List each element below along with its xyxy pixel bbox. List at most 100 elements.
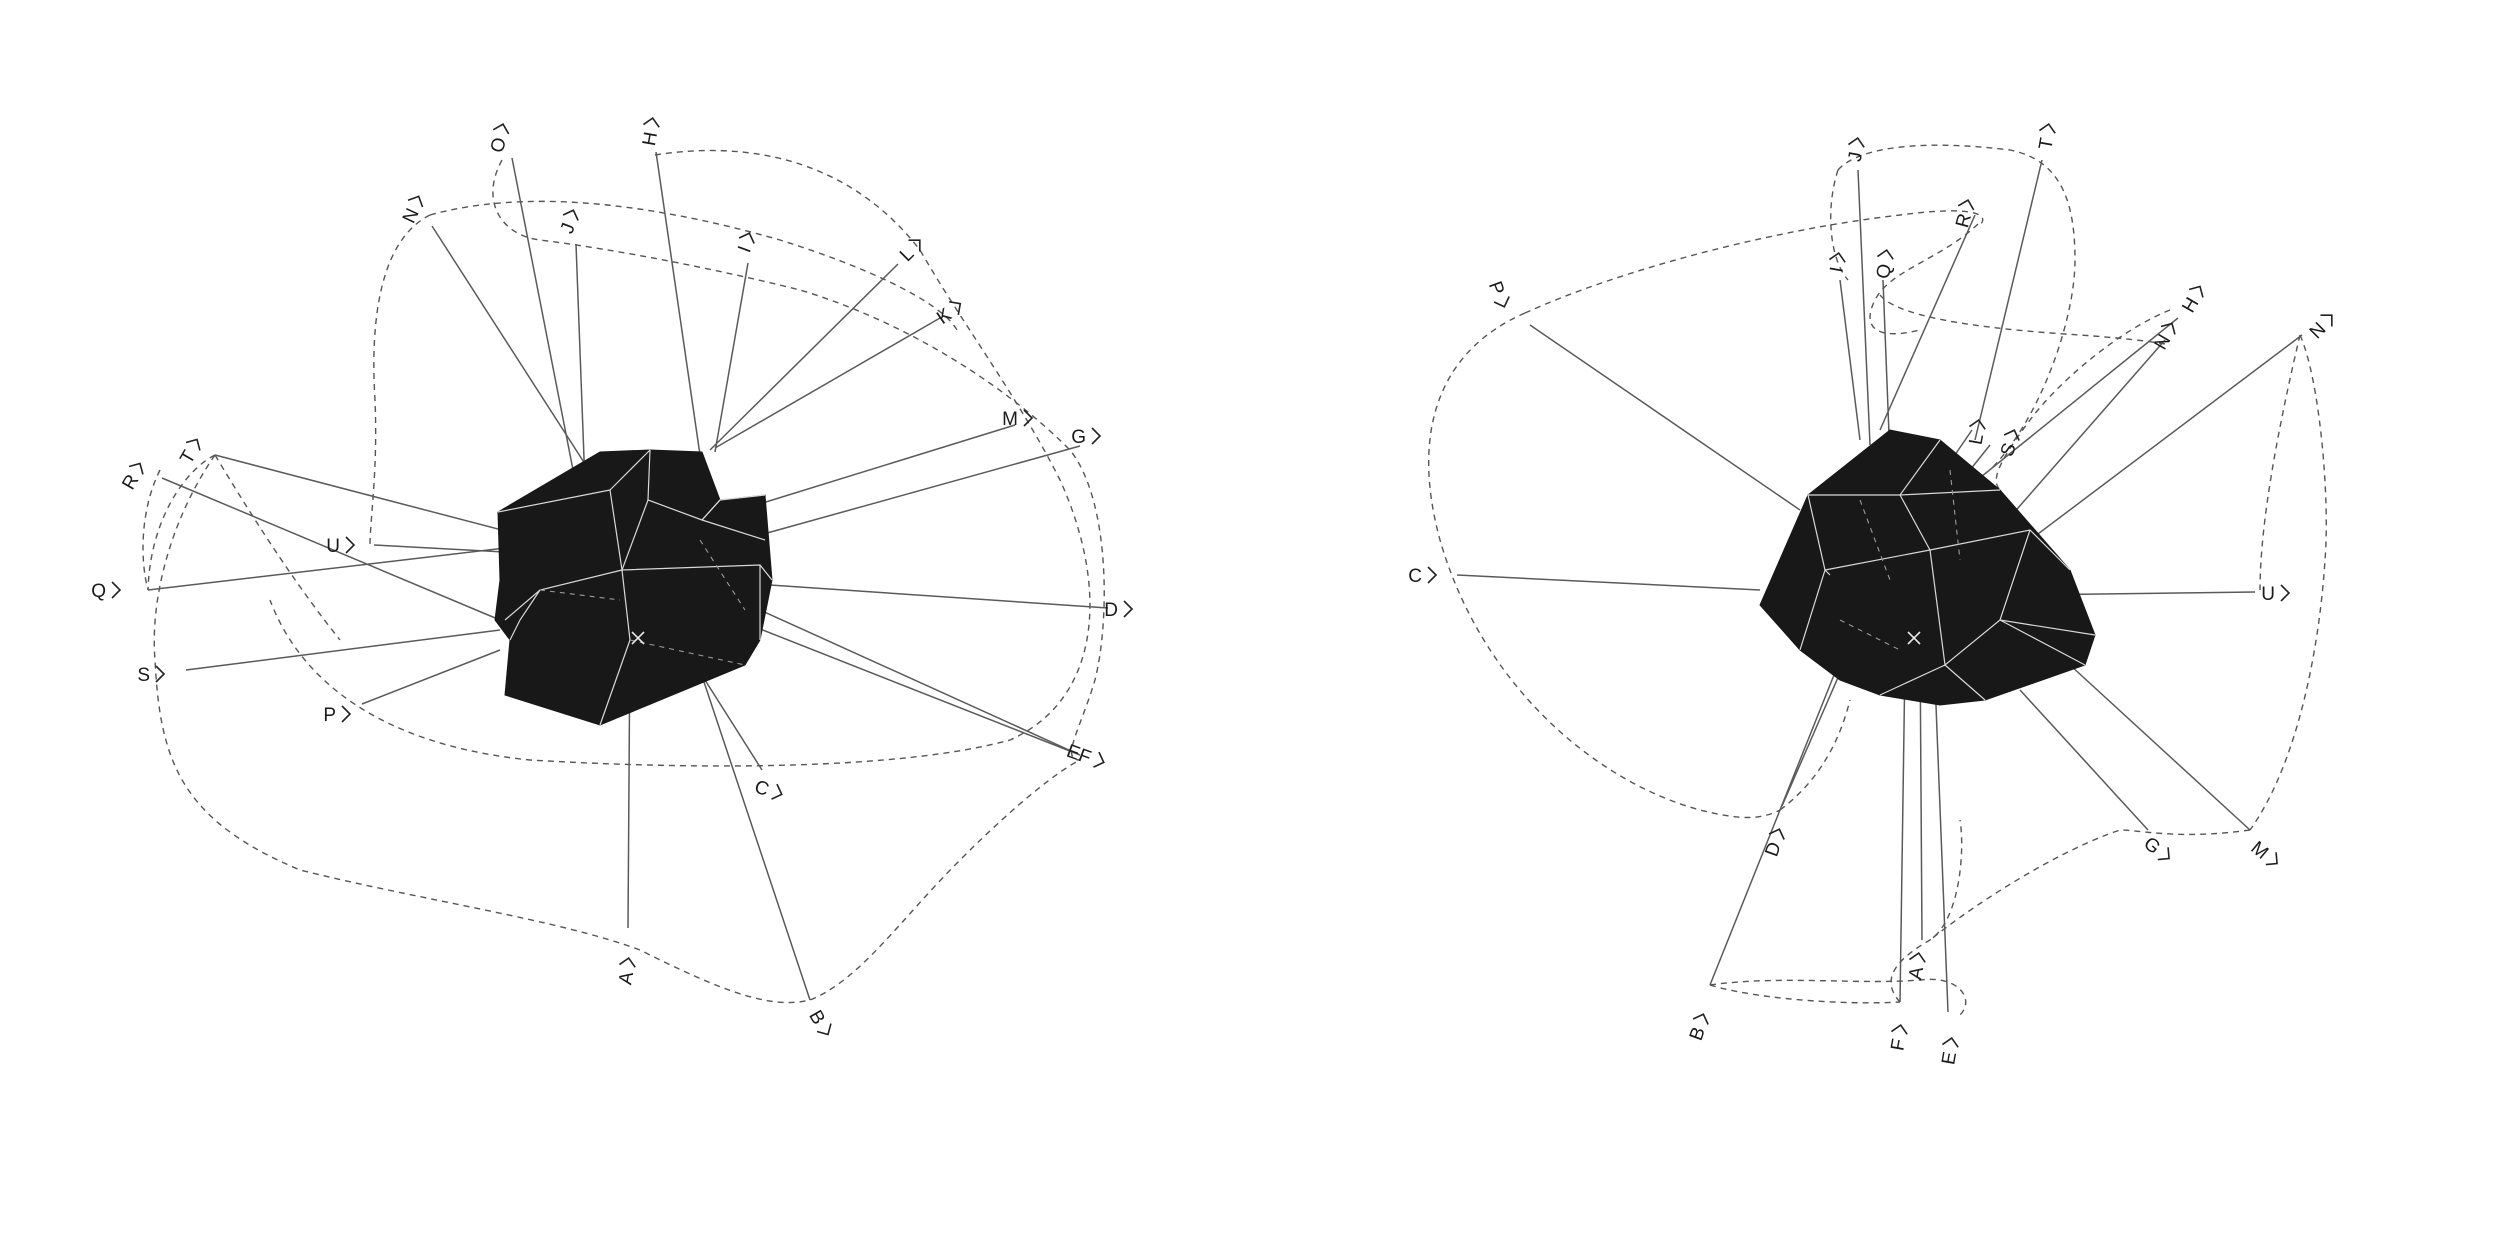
- callout-left-h: H: [639, 116, 662, 147]
- callout-left-d: D: [1104, 600, 1134, 621]
- callout-marker: [1123, 600, 1134, 618]
- callout-marker: [771, 783, 783, 800]
- callout-letter: M: [1002, 409, 1018, 430]
- callout-letter: A: [1905, 965, 1928, 981]
- right-leader-lines: [1456, 159, 2303, 1013]
- left-leader-lines: [147, 151, 1109, 1001]
- callout-marker: [2188, 285, 2204, 298]
- callout-right-j: J: [1845, 136, 1867, 163]
- callout-marker: [155, 665, 166, 683]
- callout-marker: [1093, 751, 1105, 768]
- callout-letter: S: [1997, 440, 2021, 459]
- callout-marker: [1828, 251, 1846, 263]
- callout-marker: [185, 438, 201, 451]
- callout-letter: K: [933, 304, 956, 329]
- callout-left-b: B: [804, 1007, 832, 1036]
- callout-right-h: H: [2178, 285, 2204, 317]
- callout-right-c: C: [1408, 566, 1438, 587]
- callout-left-a: A: [615, 956, 638, 986]
- callout-marker: [1427, 566, 1438, 584]
- callout-letter: P: [1484, 279, 1508, 298]
- callout-letter: EF: [1064, 741, 1094, 769]
- callout-letter: G: [2139, 833, 2164, 859]
- right-figure: [1428, 144, 2327, 1016]
- callout-right-n: N: [2150, 322, 2176, 354]
- callout-marker: [492, 123, 510, 135]
- callout-letter: N: [2150, 331, 2175, 353]
- callout-marker: [816, 1023, 832, 1036]
- callout-left-j: J: [557, 209, 580, 236]
- callout-marker: [2280, 584, 2291, 602]
- callout-right-i: I: [1826, 251, 1848, 274]
- left-figure: [142, 149, 1109, 1004]
- callout-marker: [562, 209, 579, 221]
- callout-left-g: G: [1071, 427, 1102, 448]
- callout-letter: P: [323, 705, 336, 726]
- callout-marker: [2160, 322, 2176, 335]
- callout-left-l: L: [896, 239, 921, 266]
- right-dashed-curves: [1428, 144, 2327, 1016]
- callout-letter: B: [804, 1007, 829, 1028]
- callout-marker: [1768, 828, 1785, 840]
- callout-marker: [1692, 1013, 1709, 1025]
- callout-right-p: P: [1484, 279, 1510, 308]
- callout-letter: U: [326, 536, 340, 557]
- callout-marker: [2038, 122, 2056, 134]
- callout-letter: H: [2178, 294, 2203, 316]
- callout-marker: [1890, 1023, 1908, 1035]
- callout-letter: C: [1408, 566, 1422, 587]
- callout-letter: J: [557, 220, 580, 236]
- left-solid-object: [494, 449, 773, 726]
- callout-letter: H: [639, 130, 662, 147]
- callout-marker: [948, 300, 962, 315]
- callout-letter: I: [1826, 265, 1848, 274]
- callout-right-a: A: [1905, 951, 1928, 981]
- callout-marker: [908, 239, 921, 252]
- callout-letter: R: [1952, 211, 1976, 230]
- callout-marker: [1908, 951, 1926, 963]
- callout-marker: [738, 232, 755, 244]
- callout-letter: N: [399, 205, 424, 226]
- callout-left-c: C: [752, 776, 783, 801]
- callout-marker: [2265, 852, 2278, 866]
- callout-letter: M: [2247, 838, 2273, 864]
- callout-right-n: N: [2306, 314, 2333, 343]
- callout-marker: [1941, 1036, 1959, 1048]
- callout-marker: [407, 195, 424, 208]
- callout-letter: B: [1686, 1024, 1710, 1043]
- callout-letter: E: [1938, 1050, 1961, 1066]
- callout-right-u: U: [2261, 584, 2291, 605]
- callout-left-s: S: [137, 665, 166, 686]
- callout-right-e: E: [1938, 1036, 1961, 1066]
- callout-right-g: G: [2139, 833, 2170, 861]
- callout-letter: L: [1966, 432, 1989, 446]
- callout-letter: Q: [91, 581, 106, 602]
- callout-right-m: M: [2247, 838, 2278, 866]
- callout-right-d: D: [1761, 828, 1786, 859]
- callout-letter: O: [487, 135, 511, 155]
- left-dashed-curves: [142, 149, 1105, 1004]
- callout-letter: C: [752, 776, 772, 800]
- callout-marker: [618, 956, 636, 968]
- callout-right-r: R: [1952, 199, 1976, 230]
- callout-marker: [341, 705, 352, 723]
- callout-left-n: N: [399, 195, 424, 227]
- callout-right-t: T: [2035, 122, 2058, 151]
- callout-right-q: Q: [1873, 248, 1896, 280]
- callout-letter: D: [1761, 839, 1785, 859]
- callout-marker: [1023, 409, 1034, 427]
- callout-right-l: L: [1966, 418, 1989, 446]
- callout-letter: I: [734, 243, 756, 255]
- callout-marker: [1091, 427, 1102, 445]
- callout-marker: [1957, 199, 1975, 211]
- callout-letter: A: [615, 970, 638, 986]
- callout-marker: [111, 581, 122, 599]
- callout-letter: U: [2261, 584, 2275, 605]
- callout-left-u: U: [326, 536, 356, 557]
- callout-left-ef: EF: [1064, 741, 1105, 769]
- callout-right-s: S: [1997, 429, 2021, 459]
- callout-marker: [345, 536, 356, 554]
- callout-letter: L: [896, 244, 918, 266]
- right-solid-object: [1759, 429, 2096, 706]
